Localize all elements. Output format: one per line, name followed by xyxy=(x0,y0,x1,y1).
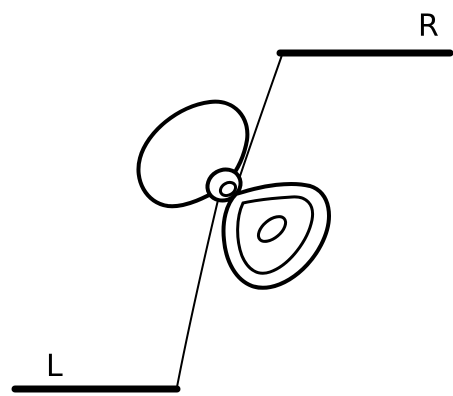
label-left: L xyxy=(46,349,63,384)
label-right: R xyxy=(418,9,439,44)
string-lower xyxy=(177,200,218,387)
